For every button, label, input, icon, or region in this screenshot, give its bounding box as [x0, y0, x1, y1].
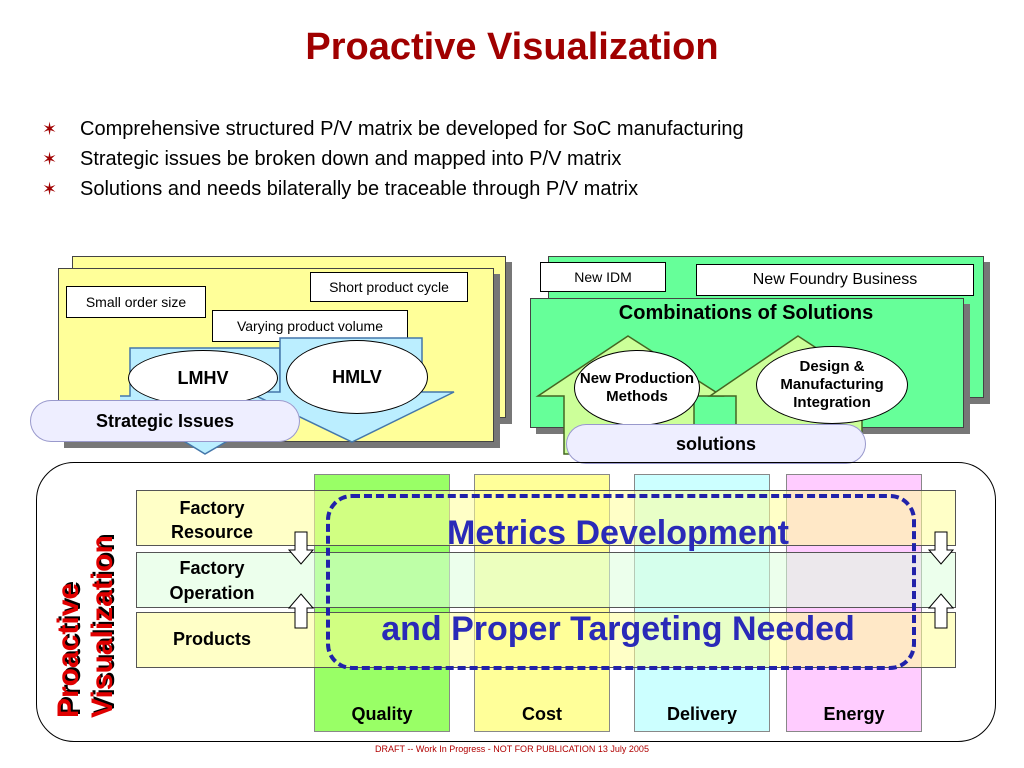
- bullet-item: ✶ Strategic issues be broken down and ma…: [42, 144, 1002, 174]
- bullet-list: ✶ Comprehensive structured P/V matrix be…: [42, 114, 1002, 204]
- row-label-products: Products: [172, 629, 251, 649]
- small-order-size-box: Small order size: [66, 286, 206, 318]
- star-bullet-icon: ✶: [42, 119, 58, 139]
- solutions-cloud: solutions: [566, 424, 866, 464]
- new-idm-box: New IDM: [540, 262, 666, 292]
- down-arrow-icon: [288, 531, 314, 565]
- hmlv-ellipse: HMLV: [286, 340, 428, 414]
- column-delivery-label: Delivery: [666, 704, 738, 724]
- bullet-item: ✶ Comprehensive structured P/V matrix be…: [42, 114, 1002, 144]
- row-factory-operation: [136, 552, 956, 608]
- new-foundry-business-box: New Foundry Business: [696, 264, 974, 296]
- down-arrow-icon: [928, 531, 954, 565]
- design-manufacturing-ellipse: Design & Manufacturing Integration: [756, 346, 908, 424]
- lmhv-ellipse: LMHV: [128, 350, 278, 406]
- column-energy-label: Energy: [823, 704, 885, 724]
- bullet-text: Strategic issues be broken down and mapp…: [80, 148, 622, 170]
- row-link-arrows-left: [288, 531, 314, 629]
- star-bullet-icon: ✶: [42, 179, 58, 199]
- side-label-line-2: Visualization: [86, 535, 119, 718]
- combinations-of-solutions-label: Combinations of Solutions: [618, 302, 874, 324]
- row-label-factory-operation: Factory Operation: [169, 558, 255, 603]
- side-label-line-1: Proactive: [52, 582, 85, 718]
- bullet-text: Comprehensive structured P/V matrix be d…: [80, 118, 744, 140]
- column-quality-label: Quality: [351, 704, 413, 724]
- page-title: Proactive Visualization: [305, 26, 719, 68]
- proactive-visualization-side-label: Proactive Visualization: [52, 498, 120, 718]
- bullet-text: Solutions and needs bilaterally be trace…: [80, 178, 639, 200]
- bullet-item: ✶ Solutions and needs bilaterally be tra…: [42, 174, 1002, 204]
- design-manufacturing-label: Design & Manufacturing Integration: [780, 358, 884, 411]
- proper-targeting-text: and Proper Targeting Needed: [381, 610, 855, 648]
- up-arrow-icon: [928, 593, 954, 629]
- up-arrow-icon: [288, 593, 314, 629]
- row-products: [136, 612, 956, 668]
- row-label-factory-resource: Factory Resource: [170, 498, 254, 542]
- strategic-issues-cloud: Strategic Issues: [30, 400, 300, 442]
- column-cost-label: Cost: [522, 704, 562, 724]
- footer-draft-notice: DRAFT -- Work In Progress - NOT FOR PUBL…: [375, 744, 649, 754]
- new-production-methods-ellipse: New Production Methods: [574, 350, 700, 426]
- star-bullet-icon: ✶: [42, 149, 58, 169]
- new-production-methods-label: New Production Methods: [579, 370, 695, 405]
- metrics-dashed-box: [326, 494, 916, 670]
- row-link-arrows-right: [928, 531, 954, 629]
- metrics-development-text: Metrics Development: [447, 514, 789, 552]
- short-product-cycle-box: Short product cycle: [310, 272, 468, 302]
- row-factory-resource: [136, 490, 956, 546]
- matrix-frame: [36, 462, 996, 742]
